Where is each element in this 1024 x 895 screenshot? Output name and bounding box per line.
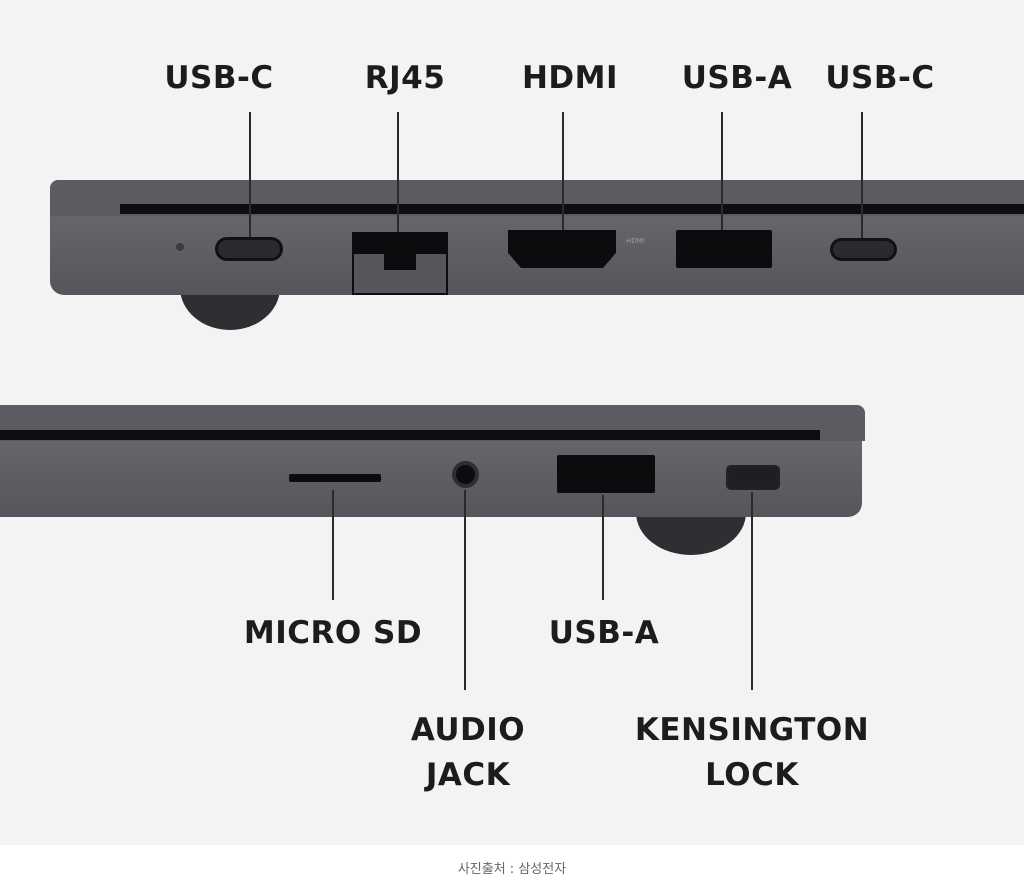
leader-line (861, 112, 863, 238)
label-audio-jack-1: AUDIO (410, 712, 526, 748)
rj45-port (352, 232, 448, 295)
usb-a-port-bottom (557, 455, 655, 493)
label-hdmi: HDMI (521, 60, 619, 96)
label-audio-jack-2: JACK (425, 757, 511, 793)
label-usb-c-right: USB-C (825, 60, 935, 96)
lid-gap (0, 430, 820, 440)
leader-line (332, 490, 334, 600)
leader-line (464, 490, 466, 690)
label-kensington-1: KENSINGTON (634, 712, 870, 748)
label-usb-c-left: USB-C (164, 60, 274, 96)
audio-jack-port (452, 461, 479, 488)
leader-line (602, 495, 604, 600)
label-micro-sd: MICRO SD (243, 615, 423, 651)
usb-c-port-right (830, 238, 897, 261)
label-usb-a-bottom: USB-A (548, 615, 660, 651)
hdmi-port (508, 230, 616, 268)
leader-line (721, 112, 723, 230)
micro-sd-slot (289, 474, 381, 482)
label-rj45: RJ45 (364, 60, 446, 96)
led-indicator-icon (176, 243, 184, 251)
leader-line (562, 112, 564, 230)
label-usb-a-top: USB-A (681, 60, 793, 96)
hdmi-logo: HDMI (626, 237, 645, 245)
label-kensington-2: LOCK (705, 757, 799, 793)
photo-credit-caption: 사진출처 : 삼성전자 (457, 862, 567, 877)
rj45-clip (384, 252, 416, 270)
leader-line (397, 112, 399, 232)
lid-gap (120, 204, 1024, 214)
leader-line (249, 112, 251, 237)
usb-a-port-top (676, 230, 772, 268)
leader-line (751, 492, 753, 690)
kensington-lock-slot (726, 465, 780, 490)
laptop-base-bottom (0, 441, 862, 517)
usb-c-port-left (215, 237, 283, 261)
ports-diagram: HDMI USB-C RJ45 HDMI USB-A USB-C MICRO S… (0, 0, 1024, 845)
